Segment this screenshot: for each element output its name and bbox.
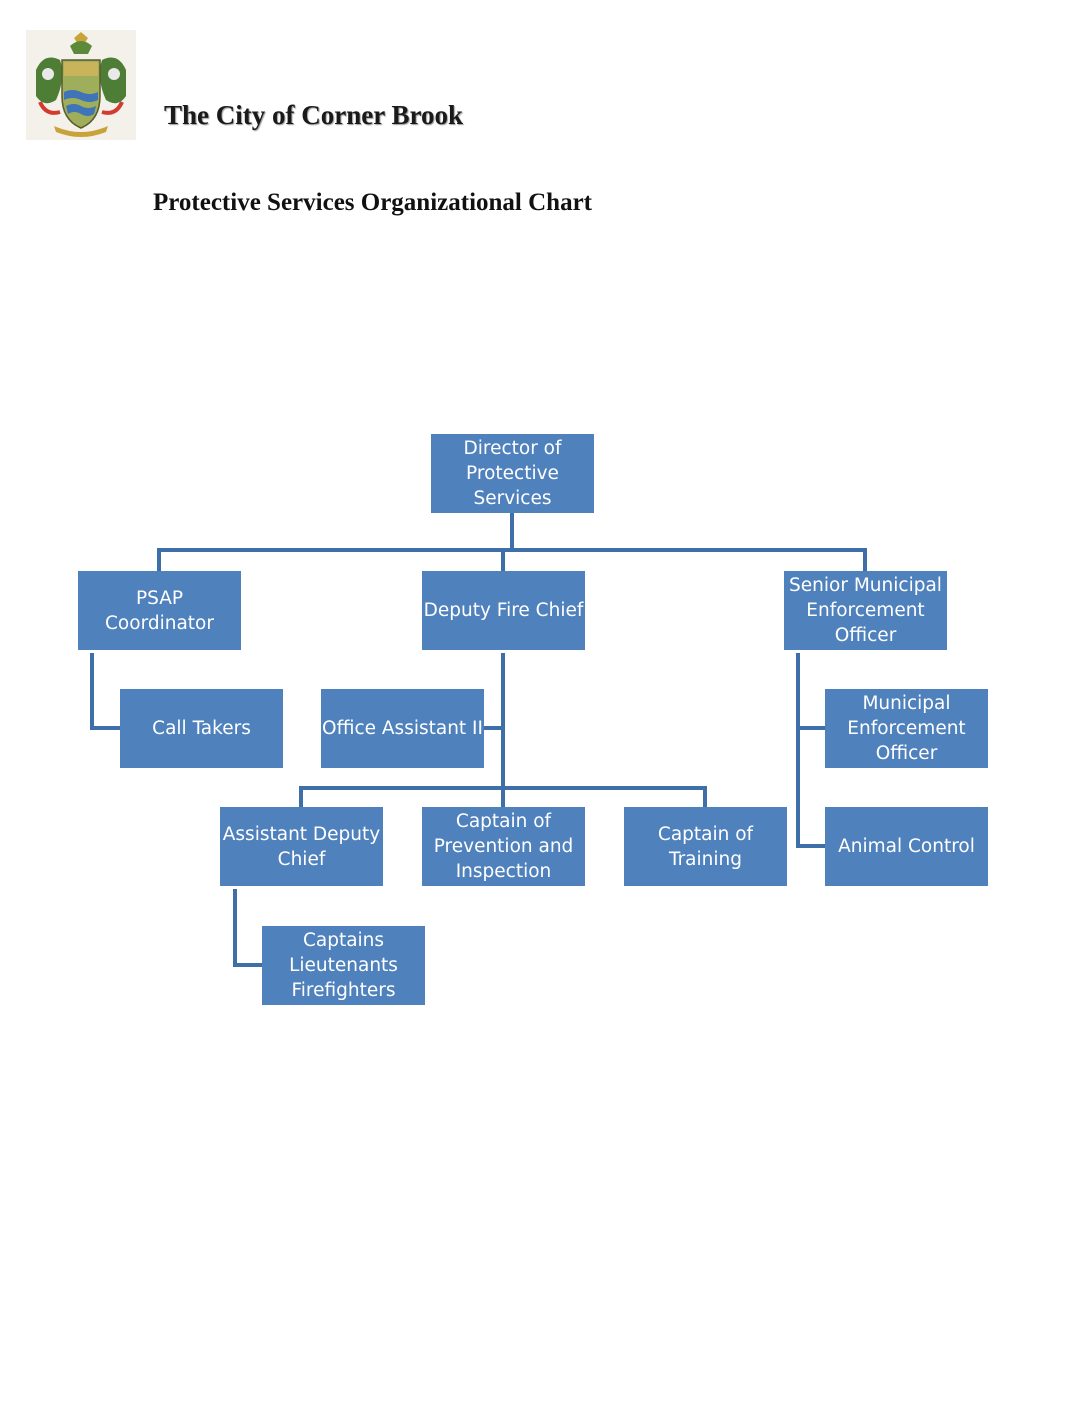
- connector-psap-call-takers: [90, 653, 122, 730]
- deputy-fire-chief-box: Deputy Fire Chief: [422, 571, 585, 650]
- connector-asst-deputy-captains: [233, 889, 264, 967]
- captain-prevention-inspection-box: Captain of Prevention and Inspection: [422, 807, 585, 886]
- city-name: The City of Corner Brook: [164, 100, 463, 130]
- city-coat-of-arms-icon: [26, 30, 136, 140]
- director-of-protective-services-box: Director of Protective Services: [431, 434, 594, 513]
- senior-municipal-enforcement-officer-box: Senior Municipal Enforcement Officer: [784, 571, 947, 650]
- chart-title: Protective Services Organizational Chart: [153, 189, 593, 216]
- animal-control-box: Animal Control: [825, 807, 988, 886]
- municipal-enforcement-officer-box: Municipal Enforcement Officer: [825, 689, 988, 768]
- assistant-deputy-chief-box: Assistant Deputy Chief: [220, 807, 383, 886]
- call-takers-box: Call Takers: [120, 689, 283, 768]
- captain-training-box: Captain of Training: [624, 807, 787, 886]
- psap-coordinator-box: PSAP Coordinator: [78, 571, 241, 650]
- captains-lieutenants-firefighters-box: Captains Lieutenants Firefighters: [262, 926, 425, 1005]
- office-assistant-box: Office Assistant II: [321, 689, 484, 768]
